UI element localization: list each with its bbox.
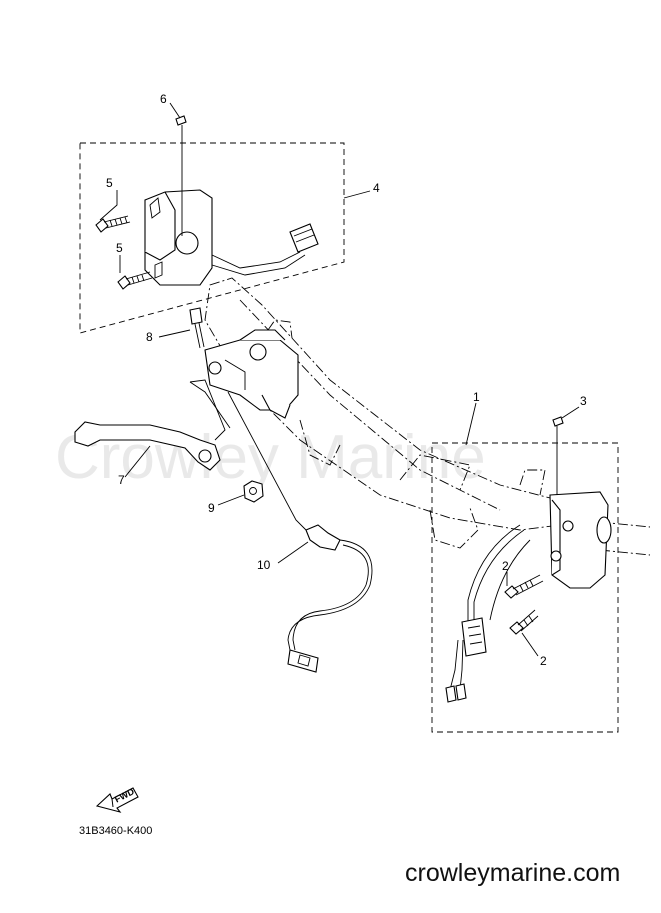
screw-5-upper	[95, 215, 131, 233]
callout-6: 6	[160, 92, 167, 106]
assembly-box-4	[79, 142, 345, 334]
clip-3	[552, 416, 564, 427]
bolt-8	[189, 307, 205, 349]
diagram-code: 31B3460-K400	[79, 825, 152, 837]
callout-2-lower: 2	[540, 654, 547, 668]
screw-2-lower	[509, 609, 539, 635]
assembly-box-1	[431, 442, 619, 733]
fwd-arrow-icon: FWD	[95, 786, 139, 813]
callout-7: 7	[118, 473, 125, 487]
callout-1: 1	[473, 390, 480, 404]
callout-leaders	[99, 102, 580, 657]
site-url[interactable]: crowleymarine.com	[405, 859, 620, 887]
master-cylinder	[204, 329, 299, 419]
clip-6	[175, 115, 187, 126]
callout-8: 8	[146, 330, 153, 344]
brake-switch-10	[287, 524, 373, 673]
switch-connector	[289, 223, 319, 253]
left-switch-housing	[144, 189, 306, 286]
callout-4: 4	[373, 181, 380, 195]
leader-line-lever	[189, 381, 231, 429]
screw-5-lower	[117, 271, 153, 290]
callout-2-upper: 2	[502, 559, 509, 573]
nut-9	[243, 480, 264, 503]
callout-3: 3	[580, 394, 587, 408]
callout-5-lower: 5	[116, 241, 123, 255]
right-switch-housing	[467, 491, 612, 640]
callout-5-upper: 5	[106, 176, 113, 190]
leader-line-switch	[227, 391, 307, 531]
callout-10: 10	[257, 558, 271, 572]
right-connector	[445, 617, 487, 703]
callout-9: 9	[208, 501, 215, 515]
brake-lever-7	[74, 379, 226, 471]
screw-2-upper	[504, 574, 544, 599]
